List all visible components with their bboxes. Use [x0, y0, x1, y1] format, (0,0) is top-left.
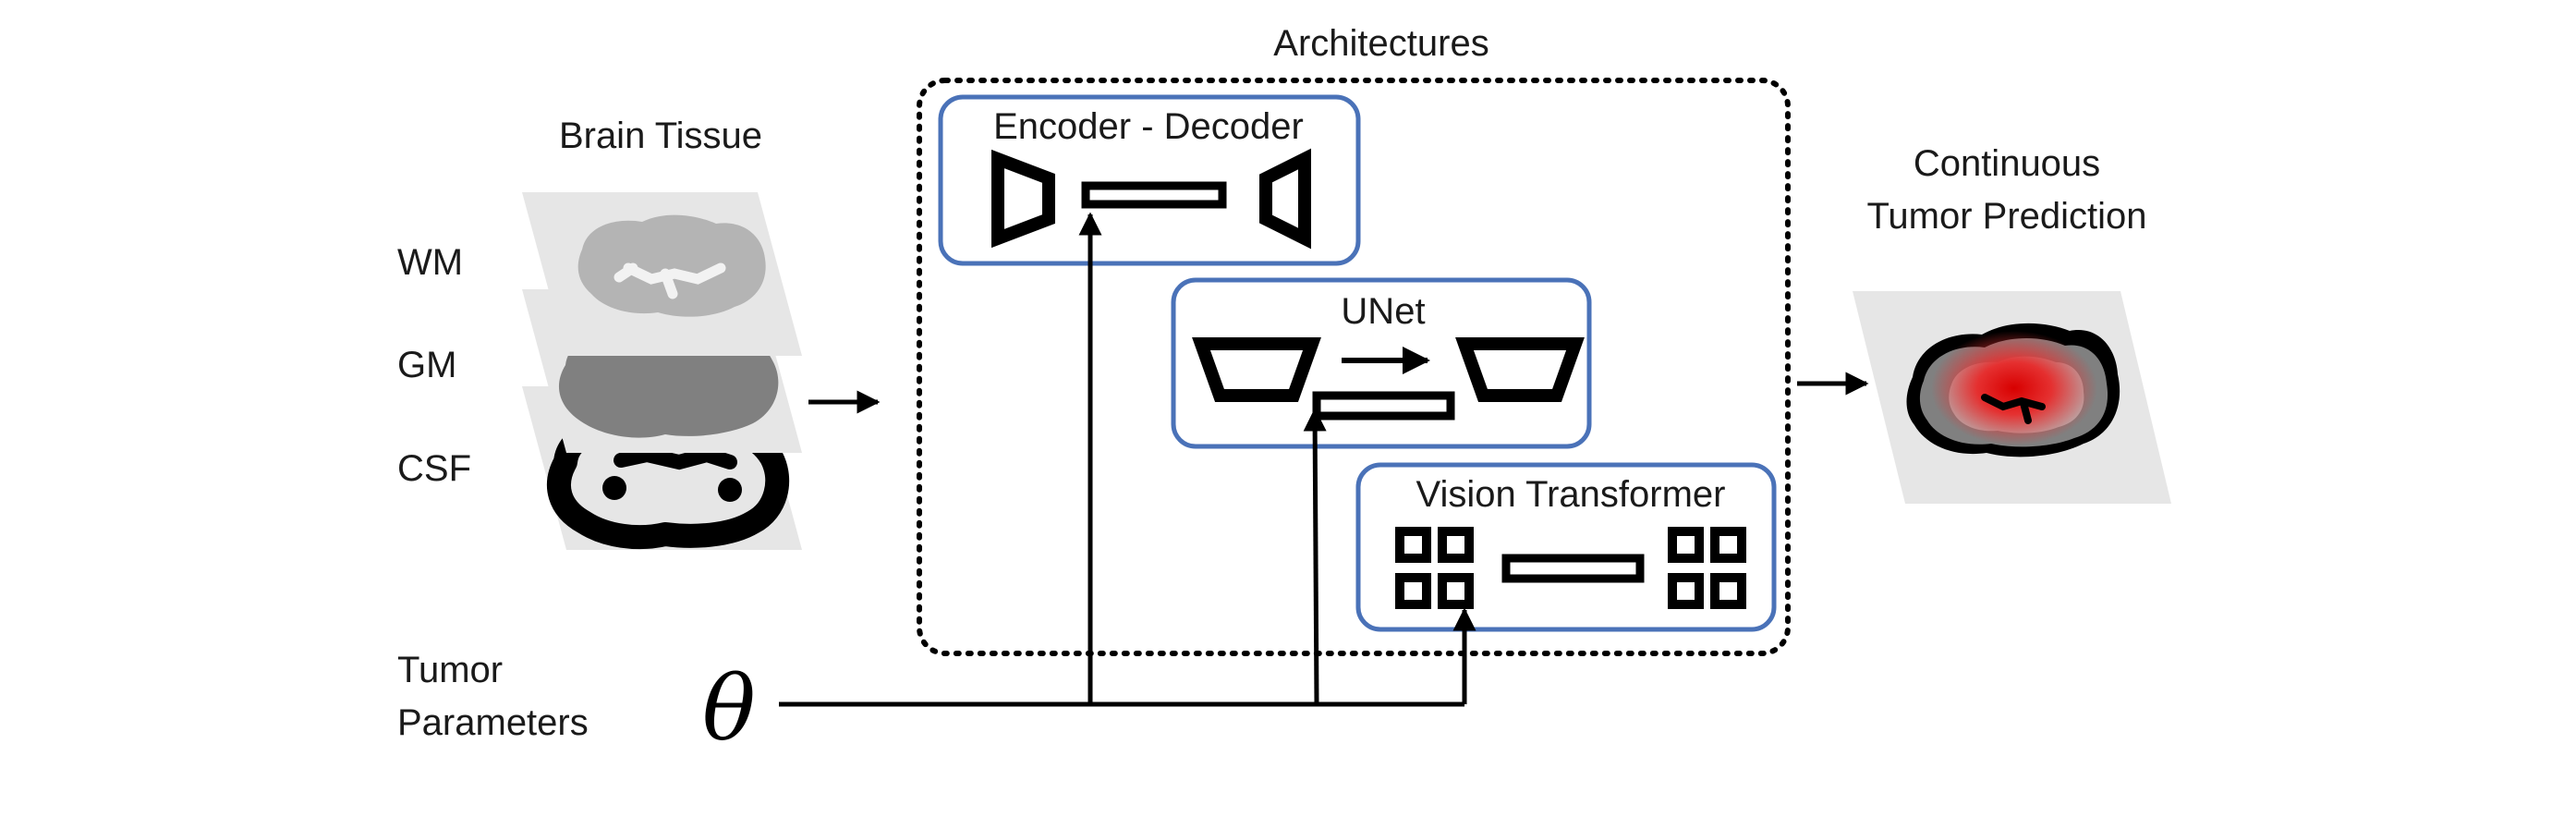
gm-label: GM	[397, 345, 456, 385]
decoder-shape	[1259, 148, 1311, 250]
tumor-parameters-label-line2: Parameters	[397, 702, 589, 743]
theta-symbol: θ	[702, 657, 756, 761]
tumor-parameters-label-line1: Tumor	[397, 650, 503, 690]
wm-layer	[522, 192, 802, 356]
csf-label: CSF	[397, 448, 471, 489]
patch-grid-input	[1395, 527, 1474, 609]
encoder-decoder-box: Encoder - Decoder	[938, 94, 1361, 266]
output-title-line2: Tumor Prediction	[1866, 196, 2146, 237]
patch-grid-output	[1668, 527, 1746, 609]
unet-decoder-shape	[1455, 337, 1585, 402]
vision-transformer-label: Vision Transformer	[1416, 474, 1726, 515]
parameter-connections	[779, 212, 1476, 707]
latent-bar	[1081, 181, 1227, 209]
tumor-prediction-map	[1853, 291, 2171, 504]
encoder-shape	[991, 149, 1055, 249]
architectures-container	[917, 78, 1791, 656]
output-title-line1: Continuous	[1914, 143, 2100, 184]
unet-box: UNet	[1171, 277, 1592, 449]
brain-tissue-stack	[522, 192, 802, 550]
wm-label: WM	[397, 242, 463, 283]
encoder-decoder-label: Encoder - Decoder	[993, 106, 1304, 147]
unet-encoder-shape	[1192, 337, 1321, 402]
unet-label: UNet	[1341, 291, 1425, 332]
transformer-bar	[1501, 554, 1645, 583]
brain-tissue-title: Brain Tissue	[559, 116, 762, 156]
vision-transformer-box: Vision Transformer	[1355, 462, 1777, 632]
unet-bottleneck-bar	[1312, 391, 1455, 421]
architectures-title: Architectures	[1273, 23, 1488, 64]
